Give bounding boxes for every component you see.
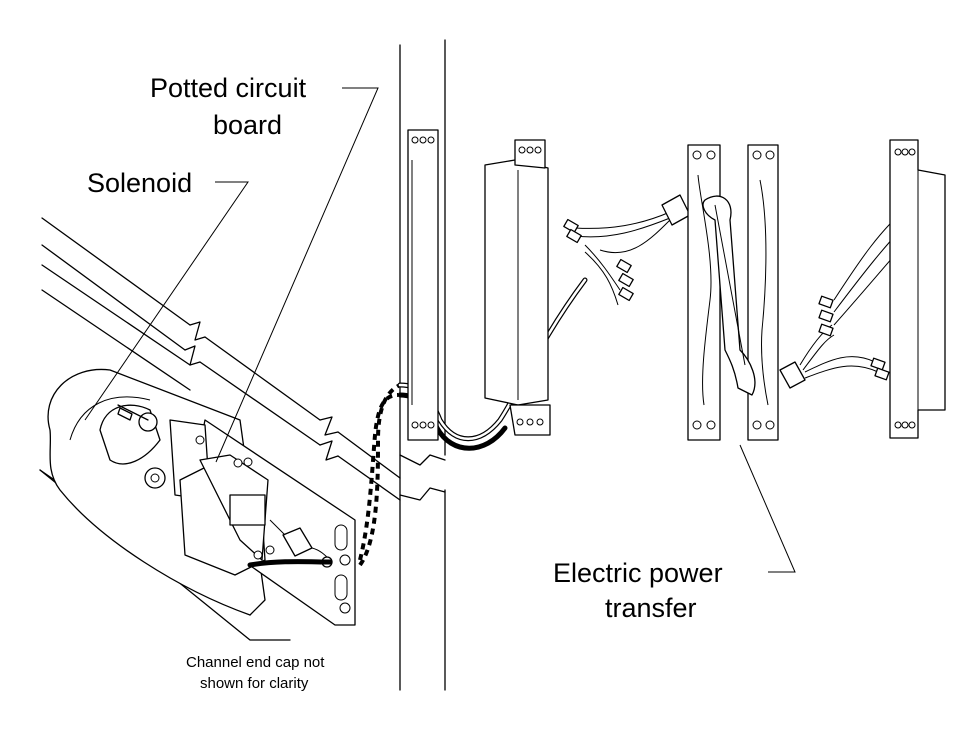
door-frame <box>399 39 446 691</box>
hinge-leaf-right <box>889 139 946 439</box>
transfer-housing-left <box>484 139 551 436</box>
circuit-board-label-line2: board <box>213 110 282 140</box>
concealed-wire <box>358 383 401 567</box>
circuit-board-part <box>179 454 275 576</box>
hinge-leaf-left <box>407 129 439 441</box>
device-connector <box>247 519 333 568</box>
transfer-cable <box>702 195 756 396</box>
hinge-leaf-center-left <box>687 144 721 441</box>
hinge-leaf-center-right <box>747 144 779 441</box>
note-line1: Channel end cap not <box>186 654 325 671</box>
circuit-board-label-line1: Potted circuit <box>150 73 307 103</box>
harness-left <box>563 194 691 306</box>
solenoid-label: Solenoid <box>87 168 192 198</box>
harness-right <box>779 204 916 389</box>
leader-lines <box>84 87 796 573</box>
power-transfer-label-line1: Electric power <box>553 558 723 588</box>
power-transfer-label-line2: transfer <box>605 593 697 623</box>
note-line2: shown for clarity <box>200 675 309 692</box>
